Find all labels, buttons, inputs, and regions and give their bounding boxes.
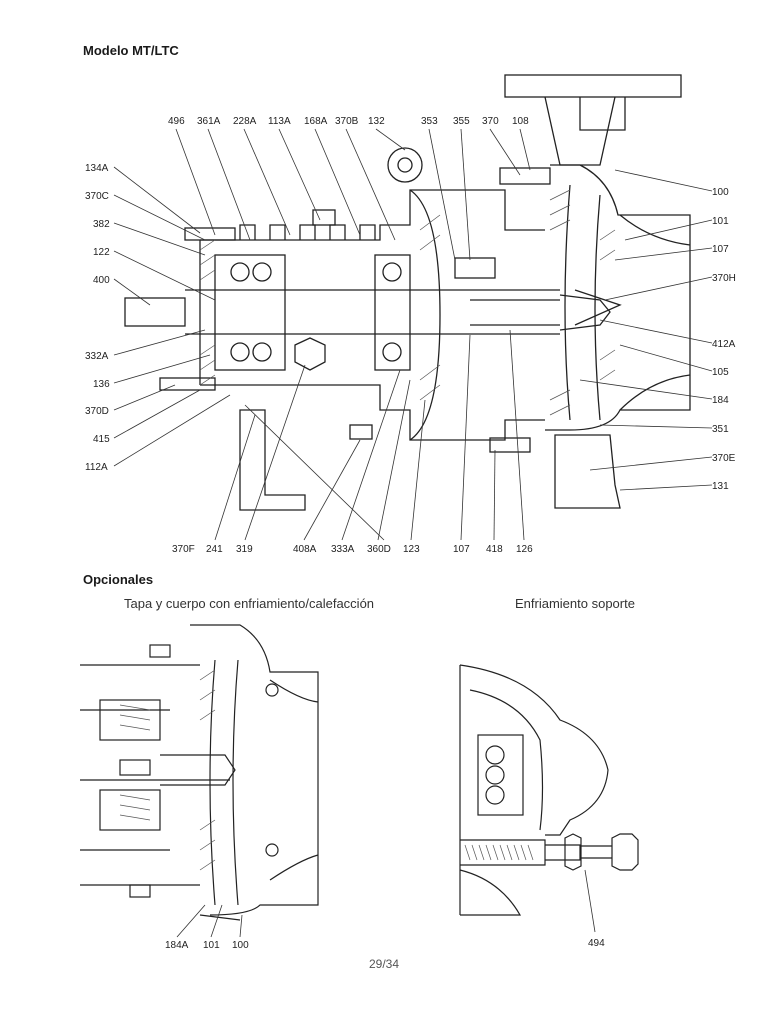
callout-label: 132 xyxy=(368,116,385,127)
callout-label: 228A xyxy=(233,116,257,127)
callout-label: 100 xyxy=(232,940,249,951)
callout-label: 126 xyxy=(516,544,533,555)
callout-label: 131 xyxy=(712,481,729,492)
cooling-casing-drawing xyxy=(80,624,319,921)
callout-label: 360D xyxy=(367,544,391,555)
callout-label: 241 xyxy=(206,544,223,555)
callout-label: 168A xyxy=(304,116,328,127)
callout-label: 319 xyxy=(236,544,253,555)
callout-label: 400 xyxy=(93,275,110,286)
callout-label: 370 xyxy=(482,116,499,127)
optional-caption-left: Tapa y cuerpo con enfriamiento/calefacci… xyxy=(124,596,375,611)
callout-label: 113A xyxy=(268,116,291,127)
callout-label: 134A xyxy=(85,163,109,174)
callout-label: 112A xyxy=(85,462,108,473)
callout-label: 107 xyxy=(712,244,729,255)
callout-label: 122 xyxy=(93,247,110,258)
callout-label: 382 xyxy=(93,219,110,230)
callout-label: 353 xyxy=(421,116,438,127)
callout-label: 418 xyxy=(486,544,503,555)
support-cooling-drawing xyxy=(459,664,639,916)
callout-label: 370H xyxy=(712,273,736,284)
callout-label: 370B xyxy=(335,116,359,127)
callout-label: 333A xyxy=(331,544,355,555)
callout-label: 101 xyxy=(203,940,220,951)
callout-label: 370E xyxy=(712,453,736,464)
callout-label: 370F xyxy=(172,544,195,555)
optional-caption-right: Enfriamiento soporte xyxy=(515,596,635,611)
callout-label: 108 xyxy=(512,116,529,127)
callout-label: 107 xyxy=(453,544,470,555)
callout-label: 101 xyxy=(712,216,729,227)
callout-label: 412A xyxy=(712,339,736,350)
callout-label: 100 xyxy=(712,187,729,198)
callout-label: 105 xyxy=(712,367,729,378)
callout-label: 370D xyxy=(85,406,109,417)
page-title: Modelo MT/LTC xyxy=(83,43,179,58)
page-number: 29/34 xyxy=(368,957,400,971)
callout-label: 184A xyxy=(165,940,189,951)
callout-label: 351 xyxy=(712,424,729,435)
callout-label: 123 xyxy=(403,544,420,555)
callout-label: 408A xyxy=(293,544,317,555)
callout-label: 332A xyxy=(85,351,109,362)
callout-label: 136 xyxy=(93,379,110,390)
callout-label: 361A xyxy=(197,116,221,127)
callout-label: 370C xyxy=(85,191,109,202)
callout-label: 496 xyxy=(168,116,185,127)
callout-label: 415 xyxy=(93,434,110,445)
optional-heading: Opcionales xyxy=(83,572,154,587)
callout-label: 355 xyxy=(453,116,470,127)
callout-label: 184 xyxy=(712,395,729,406)
callout-label: 494 xyxy=(588,938,605,949)
